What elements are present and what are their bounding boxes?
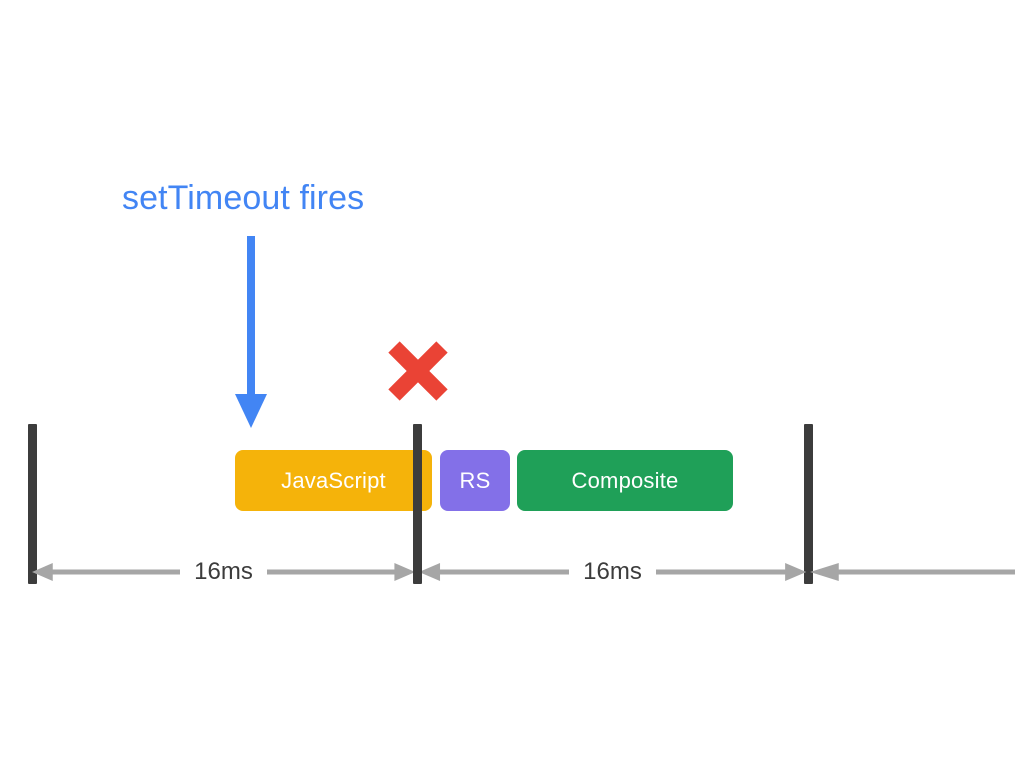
frame-measure-2: 16ms: [419, 552, 806, 592]
measure-arrow-left-2: [419, 552, 570, 592]
frame-boundary-tick-3: [804, 424, 813, 584]
frame-duration-label-2: 16ms: [583, 558, 642, 585]
frame-duration-label-1: 16ms: [194, 558, 253, 585]
javascript-block: JavaScript: [235, 450, 432, 511]
composite-block-label: Composite: [571, 467, 679, 493]
red-x-icon: [385, 338, 451, 404]
javascript-block-label: JavaScript: [281, 467, 386, 493]
recalc-style-block-label: RS: [459, 467, 491, 493]
frame-measure-3: 16: [810, 552, 1024, 592]
settimeout-fires-label: setTimeout fires: [122, 179, 365, 217]
recalc-style-block: RS: [440, 450, 510, 511]
measure-arrow-right-1: [266, 552, 415, 592]
frame-boundary-tick-1: [28, 424, 37, 584]
composite-block: Composite: [517, 450, 733, 511]
measure-arrow-left-3: [810, 552, 1016, 592]
frame-duration-label-3: 16: [1015, 552, 1024, 592]
measure-arrow-right-2: [655, 552, 806, 592]
callout-arrow-down-icon: [231, 236, 271, 428]
measure-arrow-left-1: [32, 552, 181, 592]
frame-boundary-tick-2: [413, 424, 422, 584]
frame-measure-1: 16ms: [32, 552, 415, 592]
